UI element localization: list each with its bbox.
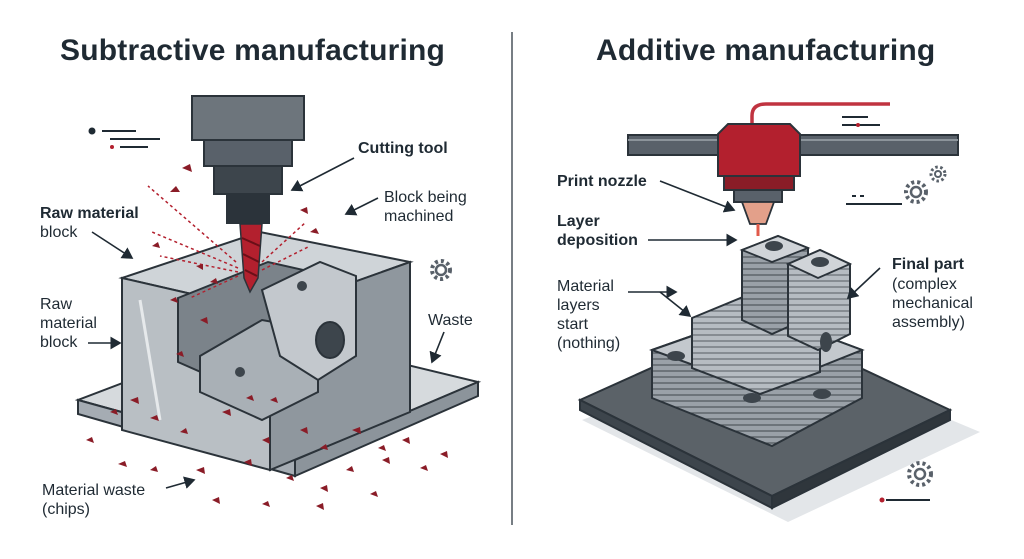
raw-material-block-label-line1: Raw bbox=[40, 296, 73, 313]
waste-label: Waste bbox=[428, 312, 473, 329]
cutting-tool-label: Cutting tool bbox=[358, 140, 448, 157]
block-being-machined-label-line2: machined bbox=[384, 208, 454, 225]
raw-material-block bbox=[118, 230, 414, 472]
gear-icon bbox=[430, 259, 452, 281]
printed-part bbox=[649, 234, 865, 448]
raw-material-block-label-line2: material bbox=[40, 315, 97, 332]
final-part-title: Final part bbox=[892, 256, 965, 273]
final-part-label-line3: assembly) bbox=[892, 314, 965, 331]
material-layers-label-line2: layers bbox=[557, 297, 600, 314]
raw-material-block-title-line2: block bbox=[40, 224, 78, 241]
gear-icon bbox=[907, 461, 933, 487]
raw-material-block-title-line1: Raw material bbox=[40, 205, 139, 222]
left-annotation-arrows bbox=[88, 157, 445, 489]
final-part-label-line1: (complex bbox=[892, 276, 957, 293]
raw-material-block-label-line3: block bbox=[40, 334, 78, 351]
subtractive-title: Subtractive manufacturing bbox=[60, 34, 446, 67]
material-layers-label-line4: (nothing) bbox=[557, 335, 621, 352]
material-waste-label-line2: (chips) bbox=[42, 501, 91, 518]
deco-lines-left bbox=[88, 127, 160, 149]
additive-title: Additive manufacturing bbox=[596, 34, 936, 67]
gear-icon bbox=[929, 165, 947, 183]
additive-illustration bbox=[577, 102, 980, 522]
gear-icon bbox=[904, 180, 928, 204]
block-being-machined-label-line1: Block being bbox=[384, 189, 467, 206]
cutting-tool bbox=[191, 95, 305, 294]
layer-deposition-label-line1: Layer bbox=[557, 213, 600, 230]
deco-lines-right bbox=[842, 116, 930, 503]
material-layers-label-line1: Material bbox=[557, 278, 614, 295]
right-annotation-arrows bbox=[628, 180, 881, 317]
final-part-label-line2: mechanical bbox=[892, 295, 973, 312]
material-chips bbox=[86, 164, 448, 510]
print-nozzle-label: Print nozzle bbox=[557, 173, 647, 190]
filament-line bbox=[750, 102, 890, 128]
cutting-sparks bbox=[147, 185, 311, 299]
layer-deposition-label-line2: deposition bbox=[557, 232, 638, 249]
material-waste-label-line1: Material waste bbox=[42, 482, 146, 499]
subtractive-illustration bbox=[74, 95, 482, 510]
print-nozzle bbox=[717, 123, 801, 236]
material-layers-label-line3: start bbox=[557, 316, 589, 333]
